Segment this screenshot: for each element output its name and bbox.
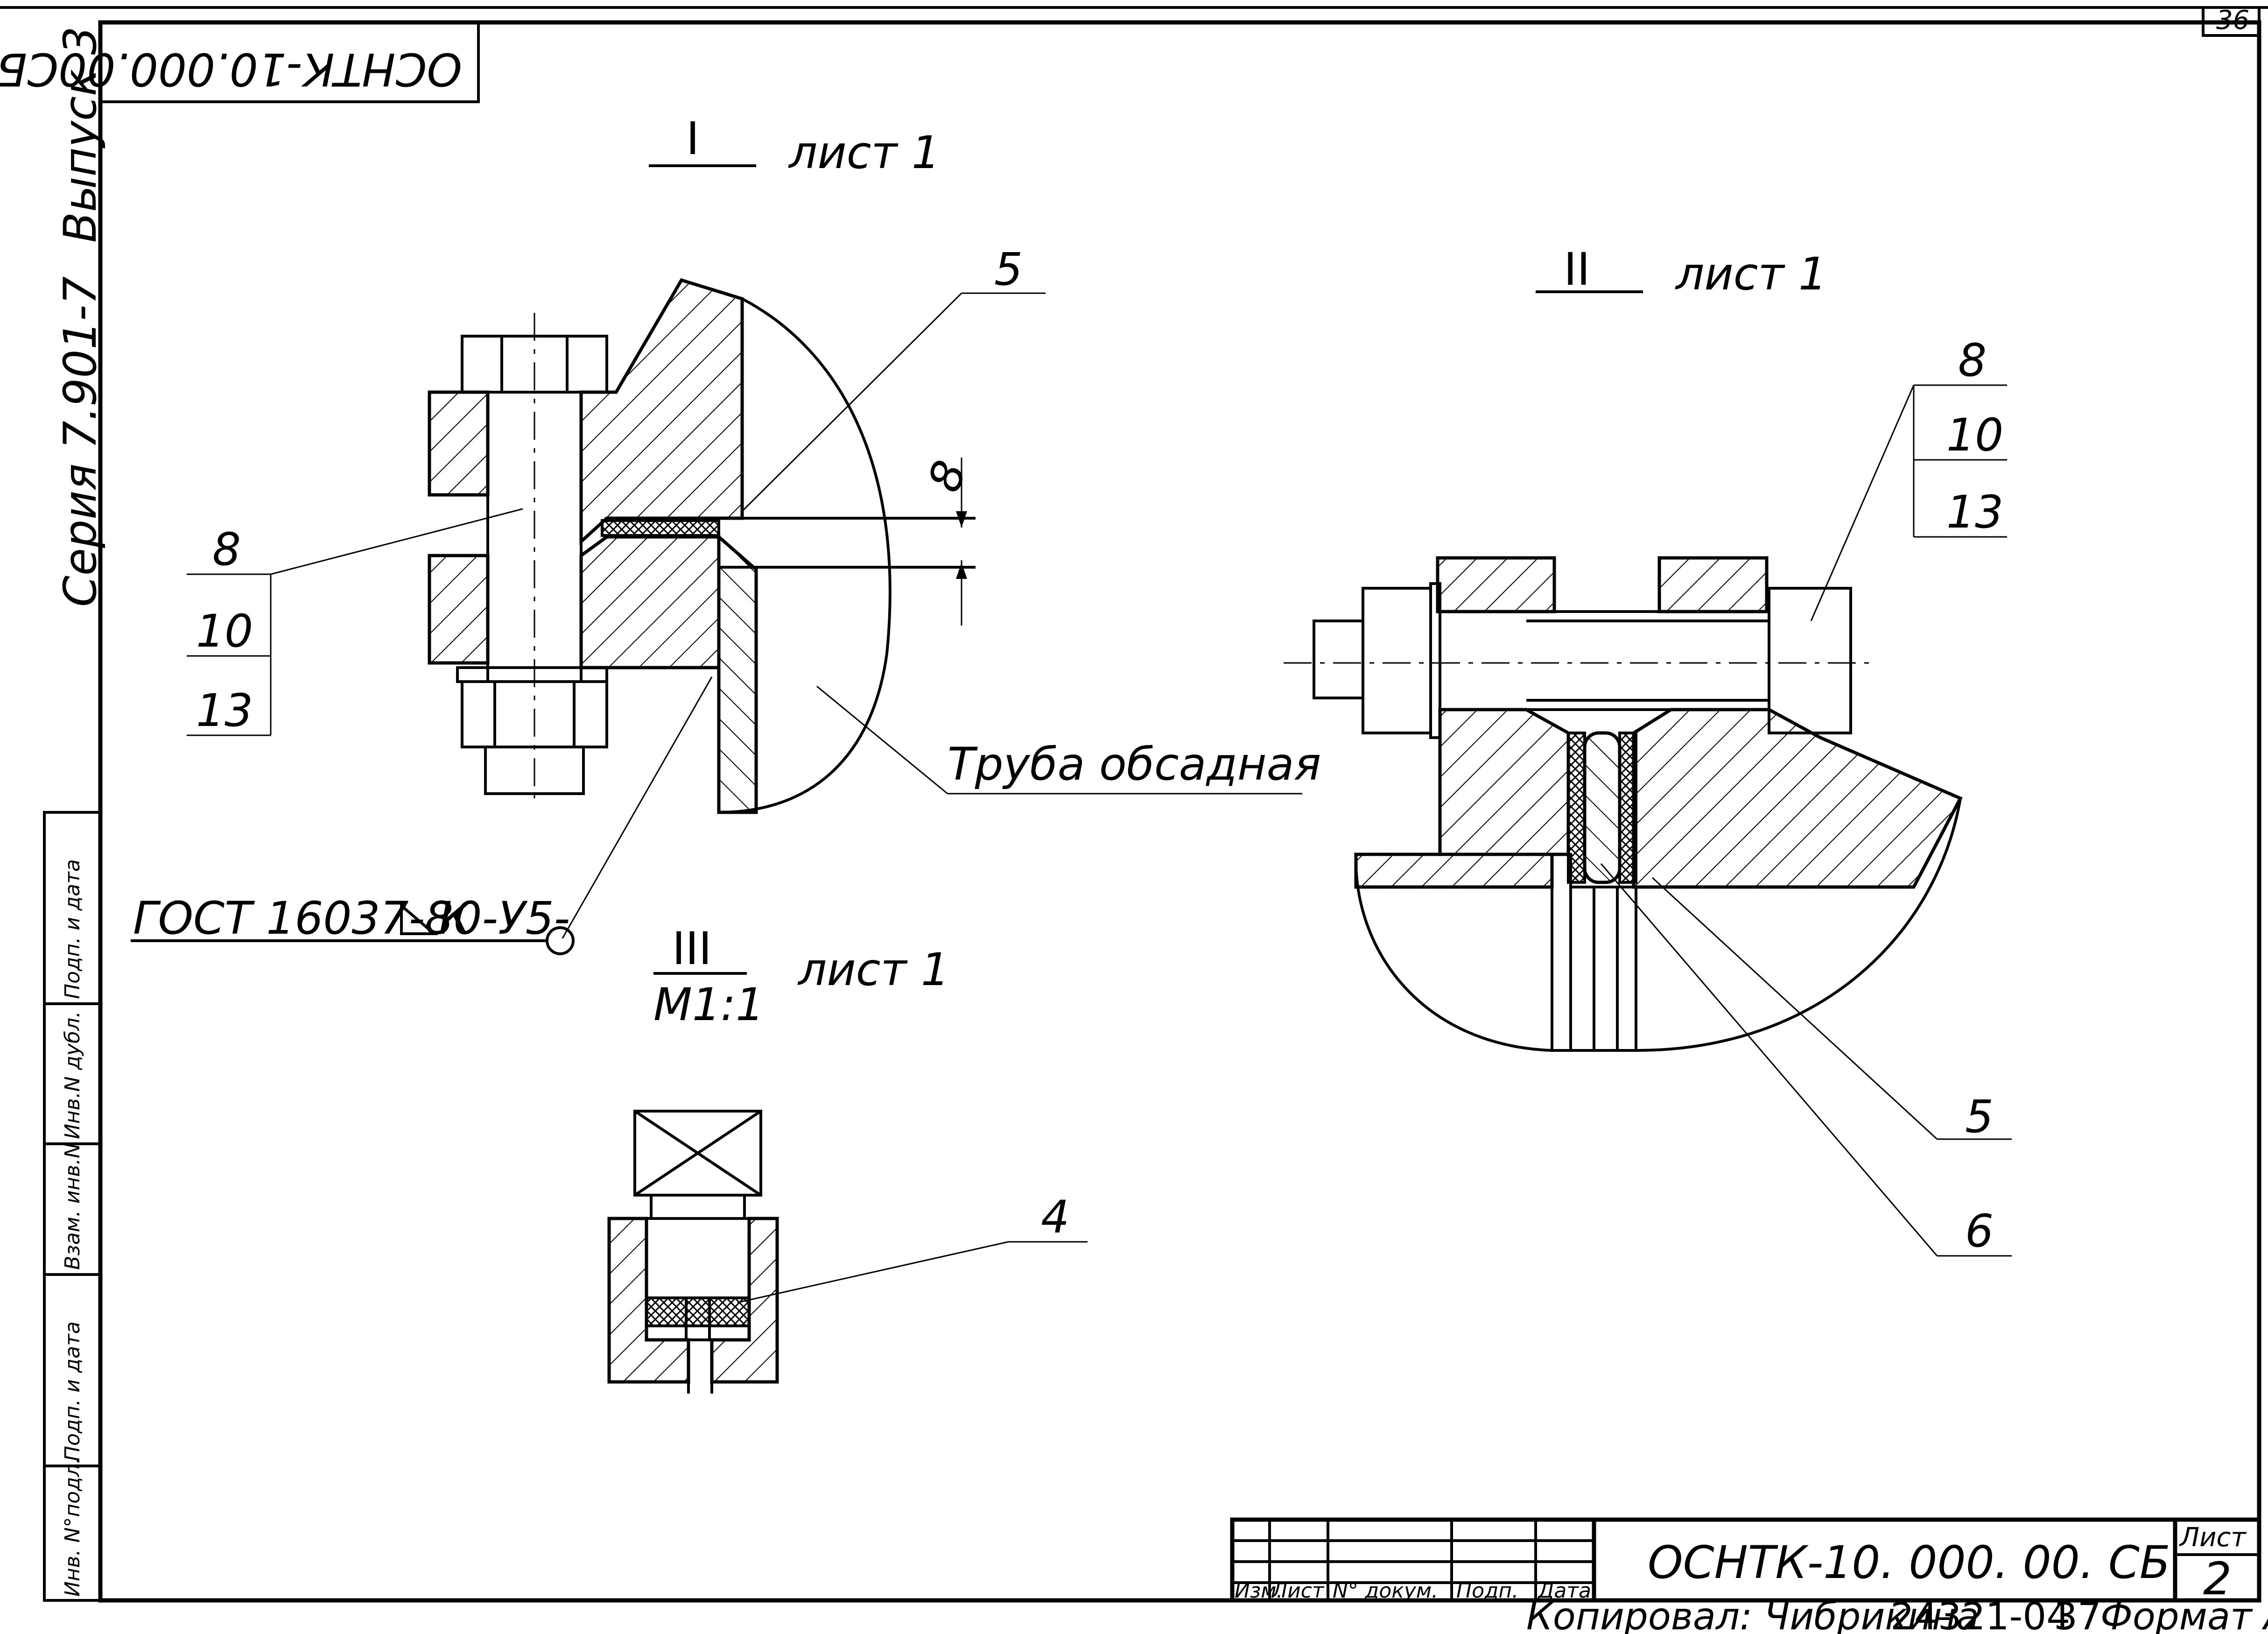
- footer-number: 37: [2054, 1595, 2101, 1634]
- title-col-dokum: N° докум.: [1333, 1579, 1438, 1603]
- view-3-section: [607, 1110, 779, 1394]
- view-2-callout-8: 8: [1958, 334, 1987, 387]
- footer-format: Формат А3: [2100, 1595, 2268, 1634]
- view-2-callout-5-label: 5: [1965, 1091, 1994, 1143]
- view-1-section: 8: [428, 278, 977, 814]
- title-col-izm: Изм.: [1235, 1579, 1283, 1603]
- view-2-header: II лист 1: [1536, 243, 1827, 300]
- footer-copied-by: Копировал: Чибрикина: [1526, 1595, 1979, 1634]
- view-1-sheet-ref: лист 1: [788, 127, 940, 179]
- title-col-list: Лист: [1271, 1579, 1325, 1603]
- view-3-scale: М1:1: [653, 979, 764, 1031]
- pipe-note: Труба обсадная: [816, 685, 1321, 795]
- title-col-podp: Подп.: [1456, 1579, 1518, 1603]
- title-col-data: Дата: [1537, 1579, 1591, 1603]
- stamp-vzam-inv: Взам. инв.N: [61, 1143, 84, 1270]
- view-2-callout-6-label: 6: [1965, 1205, 1994, 1257]
- stamp-podp-data-1: Подп. и дата: [61, 1321, 84, 1461]
- view-3-callout-4: 4: [737, 1191, 1088, 1303]
- weld-callout: ГОСТ 16037-80-У5- К: [131, 676, 713, 955]
- view-1-callout-10: 10: [196, 605, 253, 657]
- mirrored-designation-box: ОСНТК-10.000.00СБ: [0, 21, 480, 103]
- view-2-callout-8-10-13: 8 10 13: [1810, 334, 2007, 621]
- stamp-inv-podl: Инв. N°подл.: [61, 1457, 84, 1597]
- view-2-callout-5: 5: [1651, 877, 2012, 1143]
- view-1-callout-8-10-13: 8 10 13: [187, 508, 523, 737]
- view-3-header: III М1:1 лист 1: [653, 923, 949, 1031]
- view-1-header: I лист 1: [649, 113, 940, 179]
- view-1-dim-8: 8: [918, 454, 976, 499]
- stamp-inv-dubl: Инв.N дубл.: [61, 1011, 84, 1139]
- view-3-sheet-ref: лист 1: [797, 944, 949, 996]
- view-1-callout-13: 13: [196, 684, 253, 737]
- pipe-note-label: Труба обсадная: [948, 738, 1321, 790]
- title-sheet-label: Лист: [2179, 1522, 2247, 1553]
- view-1-callout-5-label: 5: [994, 243, 1023, 296]
- view-1-callout-5: 5: [741, 243, 1046, 512]
- sheet-frame: [0, 6, 2268, 1603]
- weld-leg: К: [439, 892, 472, 944]
- corner-sheet-number: 36: [2216, 5, 2249, 35]
- view-2-callout-6: 6: [1600, 863, 2012, 1257]
- title-designation: ОСНТК-10. 000. 00. СБ: [1648, 1536, 2170, 1589]
- view-2-callout-10: 10: [1946, 409, 2003, 461]
- series-label: Серия 7.901-7: [54, 276, 106, 607]
- view-1-callout-8: 8: [212, 523, 241, 576]
- view-2-sheet-ref: лист 1: [1675, 248, 1827, 300]
- view-2-numeral: II: [1564, 243, 1590, 296]
- view-1-numeral: I: [686, 113, 699, 165]
- view-2-callout-13: 13: [1946, 486, 2003, 538]
- mirrored-designation: ОСНТК-10.000.00СБ: [0, 43, 462, 95]
- issue-label: Выпуск 3: [54, 26, 106, 243]
- footer-order: 24321-04: [1890, 1595, 2070, 1634]
- title-block: Изм. Лист N° докум. Подп. Дата ОСНТК-10.…: [1230, 1517, 2261, 1605]
- weld-note: ГОСТ 16037-80-У5-: [133, 892, 570, 944]
- footer: Копировал: Чибрикина 24321-04 37 Формат …: [1526, 1595, 2268, 1634]
- title-sheet-number: 2: [2203, 1553, 2232, 1605]
- view-3-numeral: III: [672, 923, 712, 975]
- view-3-callout-4-label: 4: [1041, 1191, 1069, 1243]
- side-stamp: Инв. N°подл. Подп. и дата Взам. инв.N Ин…: [44, 859, 100, 1597]
- view-2-section: [1284, 556, 1963, 1052]
- stamp-podp-data-2: Подп. и дата: [61, 859, 84, 999]
